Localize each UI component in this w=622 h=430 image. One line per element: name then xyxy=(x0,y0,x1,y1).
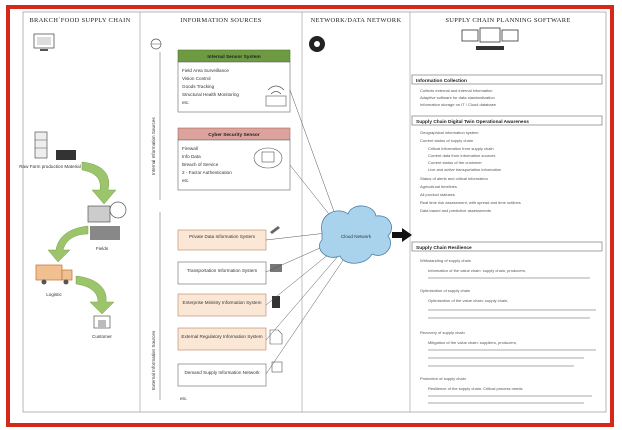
computer-monitors-icon xyxy=(461,27,519,50)
external-etc: etc. xyxy=(180,396,187,401)
filler-text-lines xyxy=(428,277,596,404)
software-section-3-line: Resilience of the supply chain: Critical… xyxy=(428,386,523,391)
internal-box-1-item: Structural Health Monitoring xyxy=(182,92,239,97)
column-header-1: BRAKCH`FOOD SUPPLY CHAIN xyxy=(29,17,130,24)
software-section-1-line: Collects external and internal informati… xyxy=(420,88,492,93)
network-node-icon xyxy=(309,36,325,52)
software-section-3-title: Supply Chain Resilience xyxy=(416,245,472,251)
internal-box-2-item: Info Data xyxy=(182,154,201,159)
software-section-3-header xyxy=(411,241,603,252)
flow-arrow-3 xyxy=(75,275,115,315)
software-section-2-line: Current status of supply chain xyxy=(420,138,473,143)
internal-box-2-item: Firewall xyxy=(182,146,198,151)
internal-box-1-item: Goods Tracking xyxy=(182,84,215,89)
software-section-1-line: Information storage on IT / Cloud databa… xyxy=(420,102,497,107)
software-section-2-header xyxy=(411,115,603,126)
cloud-network xyxy=(319,205,392,264)
software-section-2-line: Current status of the customer xyxy=(428,160,482,165)
flow-arrow-1 xyxy=(81,161,117,205)
column-header-2: INFORMATION SOURCES xyxy=(180,17,261,24)
left-node-logistic: Logistic xyxy=(46,292,62,297)
software-section-2-line: Geographical information system xyxy=(420,130,479,135)
software-section-3-line: Optimization of supply chain xyxy=(420,288,470,293)
internal-box-2-title: Cyber Security Sensor xyxy=(208,132,260,138)
svg-text:External Regulatory Informatio: External Regulatory Information System xyxy=(181,334,262,339)
internal-box-1-item: etc. xyxy=(182,100,189,105)
svg-text:Transportation Information Sys: Transportation Information System xyxy=(187,268,257,273)
cloud-label: Cloud Network xyxy=(341,234,372,239)
software-section-2-line: All product statuses xyxy=(420,192,455,197)
software-section-3-line: Optimization of the value chain: supply … xyxy=(428,298,508,303)
internal-box-1-item: Vision Control xyxy=(182,76,211,81)
external-sources-label: External Information Sources xyxy=(151,330,156,390)
software-section-3-line: Protection of supply chain xyxy=(420,376,466,381)
inner-border xyxy=(22,11,607,413)
software-section-1-title: Information Collection xyxy=(416,78,467,84)
external-box-4: External Regulatory Information System xyxy=(177,327,283,351)
wifi-icon xyxy=(265,85,287,107)
column-header-4: SUPPLY CHAIN PLANNING SOFTWARE xyxy=(445,17,570,24)
software-section-1-header xyxy=(411,74,603,85)
truck-icon xyxy=(35,264,73,285)
factory-icon xyxy=(34,131,76,160)
software-section-2-line: Critical information from supply chain xyxy=(428,146,494,151)
shield-icon xyxy=(253,147,283,169)
software-section-2-line: Status of alerts and critical informatio… xyxy=(420,176,488,181)
flow-arrow-2 xyxy=(47,225,89,263)
internal-box-1-title: Internal Sensor System xyxy=(207,54,260,60)
svg-text:Demand Supply Information Netw: Demand Supply Information Network xyxy=(184,370,260,375)
svg-text:Enterprise Ministry Informatio: Enterprise Ministry Information System xyxy=(183,300,262,305)
software-section-3-line: Recovery of supply chain xyxy=(420,330,465,335)
tractor-icon xyxy=(87,201,127,240)
software-section-2-line: Current data from information sources xyxy=(428,153,495,158)
internal-box-2-item: Breach of Service xyxy=(182,162,219,167)
internal-box-2-item: 2 - Factor Authentication xyxy=(182,170,232,175)
software-section-1-line: Adaptive software for data standardizati… xyxy=(420,95,495,100)
internal-box-1-item: Field Area Surveillance xyxy=(182,68,229,73)
computer-icon xyxy=(33,33,55,51)
software-section-3-line: Information of the value chain: supply c… xyxy=(428,268,526,273)
store-icon xyxy=(93,315,111,329)
software-section-2-line: Real time risk assessment, with spread a… xyxy=(420,200,521,205)
software-section-3-line: Mitigation of the value chain: suppliers… xyxy=(428,340,517,345)
software-section-2-line: Data based and predictive assessments xyxy=(420,208,491,213)
software-section-3-line: Withstanding of supply chain xyxy=(420,258,471,263)
software-section-2-line: Live and active transportation informati… xyxy=(428,167,501,172)
internal-box-2-item: etc. xyxy=(182,178,189,183)
left-node-fields: Fields xyxy=(96,246,109,251)
external-box-3: Enterprise Ministry Information System xyxy=(177,293,280,317)
column-header-3: NETWORK/DATA NETWORK xyxy=(311,17,402,24)
external-box-5: Demand Supply Information Network xyxy=(177,361,283,387)
left-node-raw-material: Raw Farm production Material xyxy=(19,164,81,169)
internal-sources-label: Internal Information Sources xyxy=(151,117,156,175)
software-section-2-title: Supply Chain Digital Twin Operational Aw… xyxy=(416,119,529,125)
cloud-to-software-arrow xyxy=(392,228,412,242)
svg-text:Private Data Information Syste: Private Data Information System xyxy=(189,234,255,239)
external-box-2: Transportation Information System xyxy=(177,261,282,285)
left-node-customer: Customer xyxy=(92,334,112,339)
globe-network-icon xyxy=(150,38,162,50)
software-section-2-line: Agricultural timelines xyxy=(420,184,457,189)
